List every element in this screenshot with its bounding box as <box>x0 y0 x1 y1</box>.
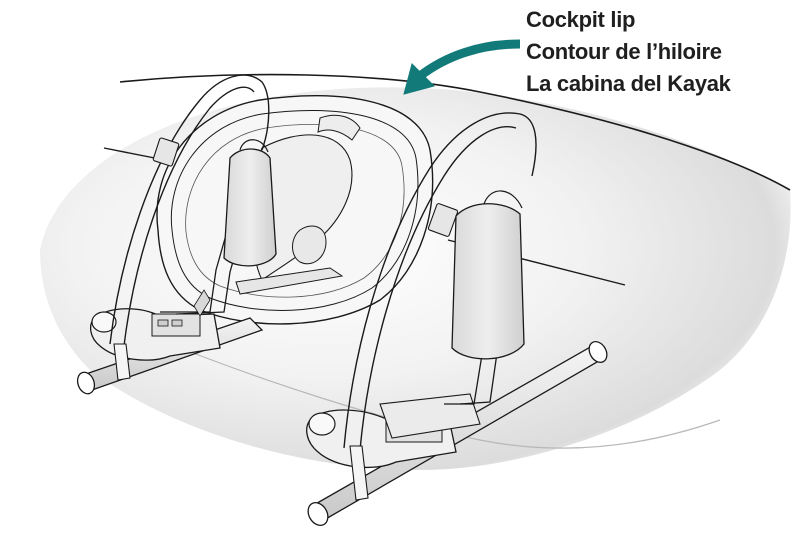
callout-arrow <box>403 39 521 95</box>
callout-label-spanish: La cabina del Kayak <box>526 71 731 96</box>
callout-label-english: Cockpit lip <box>526 7 636 32</box>
front-strap <box>109 74 277 347</box>
rear-crossbar <box>307 341 608 526</box>
callout-labels: Cockpit lip Contour de l’hiloire La cabi… <box>526 4 796 100</box>
callout-label-french: Contour de l’hiloire <box>526 39 722 64</box>
front-strap-buckle <box>113 343 131 381</box>
rear-strap <box>343 112 537 501</box>
rear-saddle <box>306 393 481 469</box>
